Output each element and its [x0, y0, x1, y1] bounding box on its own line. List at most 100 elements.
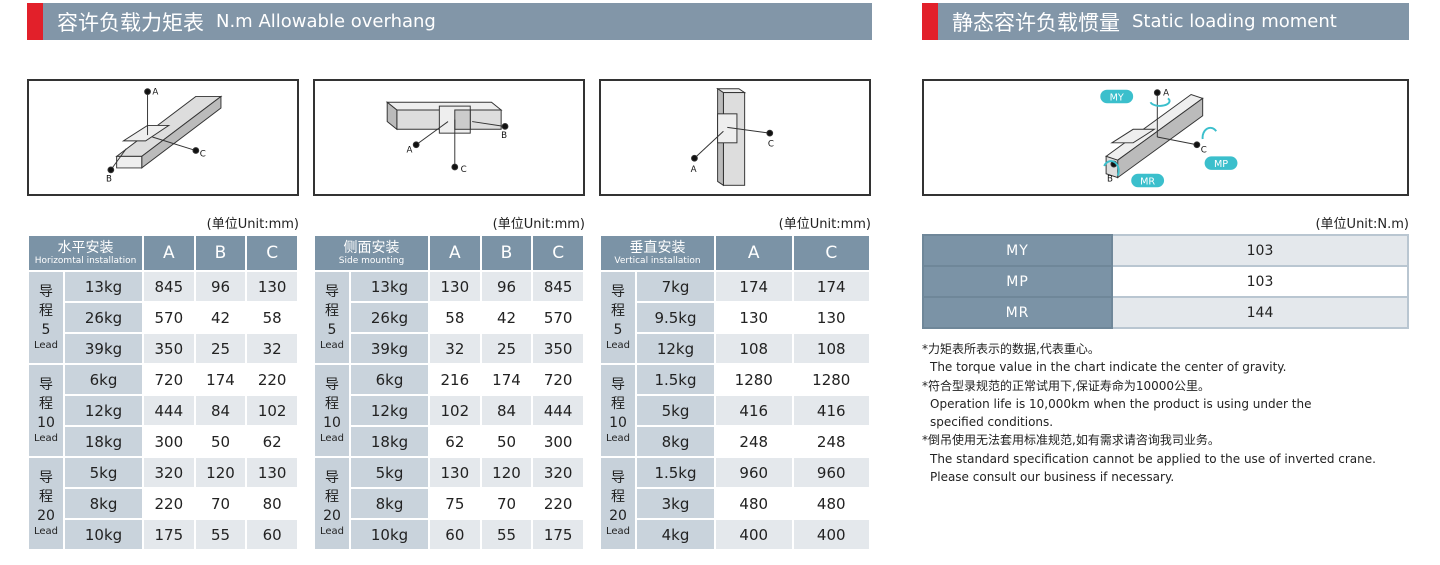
static-moment-header: 静态容许负载惯量 Static loading moment	[922, 3, 1409, 40]
value-cell: 80	[245, 487, 299, 520]
value-cell: 96	[193, 270, 248, 303]
value-cell: 960	[791, 456, 871, 489]
load-cell: 8kg	[62, 487, 145, 520]
vertical-diagram: C A	[599, 79, 871, 196]
value-cell: 130	[245, 270, 299, 303]
lead-zh2: 程	[611, 303, 625, 319]
load-cell: 26kg	[348, 301, 431, 334]
lead-en: Lead	[319, 526, 345, 537]
value-cell: 845	[531, 270, 585, 303]
load-cell: 6kg	[62, 363, 145, 396]
lead-zh2: 程	[325, 489, 339, 505]
column-header: B	[193, 234, 248, 272]
value-cell: 60	[428, 518, 482, 551]
column-header: A	[428, 234, 482, 272]
lead-en: Lead	[319, 340, 345, 351]
column-header: A	[142, 234, 196, 272]
value-cell: 175	[142, 518, 196, 551]
value-cell: 174	[479, 363, 534, 396]
value-cell: 58	[245, 301, 299, 334]
note-en: Operation life is 10,000km when the prod…	[930, 396, 1312, 411]
title-zh: 垂直安装	[629, 239, 686, 256]
svg-text:MY: MY	[1110, 92, 1124, 103]
value-cell: 25	[193, 332, 248, 365]
lead-zh2: 程	[39, 489, 53, 505]
load-cell: 39kg	[62, 332, 145, 365]
value-cell: 120	[479, 456, 534, 489]
column-header: C	[531, 234, 585, 272]
load-cell: 13kg	[348, 270, 431, 303]
static-moment-diagram: A C B MY MP MR	[922, 79, 1409, 196]
unit-label: (单位Unit:mm)	[492, 217, 585, 232]
lead-zh1: 导	[611, 284, 625, 300]
value-cell: 108	[714, 332, 794, 365]
lead-zh1: 导	[39, 470, 53, 486]
value-cell: 32	[245, 332, 299, 365]
header-title-zh: 容许负载力矩表	[57, 10, 204, 35]
value-cell: 444	[531, 394, 585, 427]
lead-num: 20	[323, 508, 341, 524]
value-cell: 42	[479, 301, 534, 334]
value-cell: 1280	[791, 363, 871, 396]
value-cell: 50	[479, 425, 534, 458]
value-cell: 70	[479, 487, 534, 520]
value-cell: 416	[714, 394, 794, 427]
svg-text:B: B	[106, 174, 112, 184]
load-cell: 12kg	[635, 332, 716, 365]
header-title-en: N.m Allowable overhang	[216, 11, 436, 32]
load-cell: 26kg	[62, 301, 145, 334]
svg-text:C: C	[461, 165, 467, 175]
title-en: Horizomtal installation	[34, 255, 137, 266]
svg-text:A: A	[407, 145, 413, 155]
svg-text:MP: MP	[1214, 159, 1228, 170]
moment-label: MP	[922, 265, 1113, 298]
value-cell: 416	[791, 394, 871, 427]
title-en: Side mounting	[338, 255, 405, 266]
load-cell: 5kg	[348, 456, 431, 489]
value-cell: 220	[142, 487, 196, 520]
load-cell: 7kg	[635, 270, 716, 303]
value-cell: 130	[714, 301, 794, 334]
load-cell: 13kg	[62, 270, 145, 303]
moment-value: 103	[1111, 265, 1409, 298]
value-cell: 248	[791, 425, 871, 458]
note-en: The torque value in the chart indicate t…	[930, 360, 1287, 375]
load-cell: 5kg	[62, 456, 145, 489]
unit-label: (单位Unit:mm)	[778, 217, 871, 232]
load-cell: 8kg	[635, 425, 716, 458]
lead-zh2: 程	[325, 303, 339, 319]
accent-marker	[27, 3, 43, 40]
svg-text:A: A	[152, 88, 158, 98]
value-cell: 444	[142, 394, 196, 427]
lead-zh1: 导	[325, 284, 339, 300]
title-zh: 水平安装	[57, 239, 114, 256]
lead-zh1: 导	[39, 377, 53, 393]
lead-zh1: 导	[325, 377, 339, 393]
load-cell: 6kg	[348, 363, 431, 396]
value-cell: 130	[791, 301, 871, 334]
moment-label: MR	[922, 296, 1113, 329]
load-cell: 18kg	[62, 425, 145, 458]
column-header: C	[245, 234, 299, 272]
side-diagram: C A B	[313, 79, 585, 196]
value-cell: 42	[193, 301, 248, 334]
svg-text:A: A	[691, 165, 697, 175]
svg-text:B: B	[1107, 174, 1113, 184]
value-cell: 84	[193, 394, 248, 427]
